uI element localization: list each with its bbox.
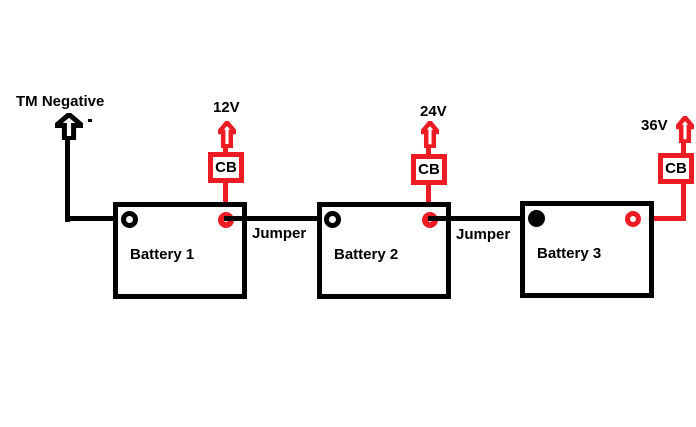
- circuit-breaker-1: CB: [208, 152, 244, 183]
- breaker-3-wire-horizontal: [633, 216, 686, 221]
- voltage-label-12v: 12V: [213, 99, 240, 116]
- tm-negative-up-arrow-icon: [55, 113, 83, 140]
- breaker-3-wire-vertical: [681, 181, 686, 221]
- breaker-2-wire-top: [426, 145, 431, 155]
- jumper-2-wire: [428, 216, 538, 221]
- jumper-1-wire: [224, 216, 334, 221]
- circuit-breaker-2: CB: [411, 154, 447, 185]
- breaker-1-wire-bottom: [223, 180, 228, 220]
- voltage-36v-up-arrow-icon: [676, 116, 694, 143]
- battery-1-label: Battery 1: [130, 246, 195, 263]
- voltage-24v-up-arrow-icon: [421, 121, 439, 148]
- battery-2-negative-terminal: [324, 211, 341, 228]
- circuit-breaker-2-label: CB: [418, 161, 440, 178]
- circuit-breaker-3-label: CB: [665, 160, 687, 177]
- negative-wire-horizontal: [65, 216, 127, 221]
- breaker-3-wire-top: [681, 141, 686, 154]
- battery-3-positive-terminal: [625, 211, 641, 227]
- voltage-label-24v: 24V: [420, 103, 447, 120]
- battery-2-label: Battery 2: [334, 246, 399, 263]
- jumper-2-label: Jumper: [456, 226, 511, 243]
- breaker-1-wire-top: [223, 144, 228, 154]
- circuit-breaker-1-label: CB: [215, 159, 237, 176]
- battery-3-negative-terminal: [528, 210, 545, 227]
- jumper-1-label: Jumper: [252, 225, 307, 242]
- voltage-label-36v: 36V: [641, 117, 668, 134]
- stray-mark: [88, 119, 92, 122]
- negative-wire-vertical: [65, 138, 70, 222]
- circuit-breaker-3: CB: [658, 153, 694, 184]
- battery-1-negative-terminal: [121, 211, 138, 228]
- battery-3-label: Battery 3: [537, 245, 602, 262]
- tm-negative-label: TM Negative: [16, 93, 105, 110]
